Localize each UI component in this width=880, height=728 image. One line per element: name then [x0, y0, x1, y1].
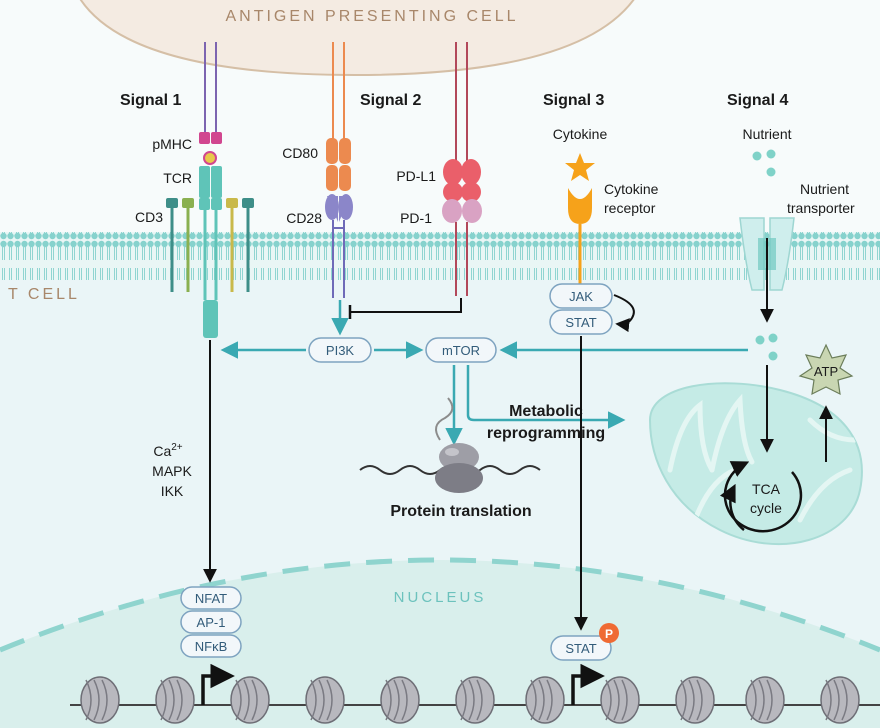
nucleosome [380, 676, 420, 724]
nutrient-dots-outside [752, 149, 776, 177]
tss-arrow-1 [201, 663, 235, 705]
signal-2-label: Signal 2 [360, 92, 421, 109]
ap1-node [180, 610, 242, 634]
nucleosome [305, 676, 345, 724]
cytokine-receptor [568, 188, 592, 224]
apc-cell [79, 0, 635, 77]
tca-label-2: cycle [750, 500, 782, 516]
stat-label: STAT [565, 315, 596, 330]
nuclear-stat-label: STAT [565, 641, 596, 656]
nutrient-label: Nutrient [742, 126, 791, 142]
nucleosome [745, 676, 785, 724]
tss-arrow-2 [571, 663, 605, 705]
nfkb-node [180, 634, 242, 658]
ribosome [359, 397, 541, 493]
nucleosome [455, 676, 495, 724]
ap1-label: AP-1 [197, 615, 226, 630]
nucleosome [230, 676, 270, 724]
jak-node [549, 283, 613, 309]
pdl1-label: PD-L1 [396, 168, 436, 184]
phospho-badge [599, 623, 619, 643]
cd3-label: CD3 [135, 209, 163, 225]
jak-label: JAK [569, 289, 593, 304]
transporter-label-1: Nutrient [800, 181, 849, 197]
pd1-label: PD-1 [400, 210, 432, 226]
nfkb-label: NFκB [195, 639, 228, 654]
chromatin [80, 676, 860, 724]
nucleosome [600, 676, 640, 724]
metabolic-label-1: Metabolic [509, 403, 583, 420]
mtor-label: mTOR [442, 343, 480, 358]
nucleosome [155, 676, 195, 724]
pi3k-label: PI3K [326, 343, 355, 358]
mapk-label: MAPK [152, 463, 192, 479]
nutrient-transporter [739, 217, 795, 291]
atp-label: ATP [814, 364, 838, 379]
nfat-label: NFAT [195, 591, 227, 606]
atp-burst [798, 343, 854, 396]
mtor-node [425, 337, 497, 363]
tcr-complex [166, 42, 254, 338]
nucleosome [525, 676, 565, 724]
cd80-label: CD80 [282, 145, 318, 161]
cytokine-receptor-label-2: receptor [604, 200, 656, 216]
nucleosome [675, 676, 715, 724]
ikk-label: IKK [161, 483, 184, 499]
ca-label: Ca2+ [153, 442, 182, 459]
signal-1-label: Signal 1 [120, 92, 181, 109]
tcell-label: T CELL [8, 286, 80, 303]
tca-label-1: TCA [752, 481, 781, 497]
mtor-to-metabolic-arrow [466, 365, 626, 429]
pi3k-node [308, 337, 372, 363]
apc-label: ANTIGEN PRESENTING CELL [225, 8, 518, 25]
tcr-label: TCR [163, 170, 192, 186]
transporter-label-2: transporter [787, 200, 855, 216]
pdl1-pd1-complex [442, 42, 482, 296]
jak-stat-arrow [613, 294, 635, 333]
protein-translation-label: Protein translation [390, 503, 531, 520]
phospho-label: P [605, 627, 613, 641]
pmhc-label: pMHC [152, 136, 192, 152]
nfat-node [180, 586, 242, 610]
cd28-label: CD28 [286, 210, 322, 226]
antigen-peptide [203, 151, 217, 165]
cell-membrane [0, 232, 880, 280]
mitochondrion [648, 382, 863, 545]
nutrient-dots-inside [755, 333, 778, 361]
cytokine-receptor-label-1: Cytokine [604, 181, 659, 197]
nucleus-label: NUCLEUS [394, 589, 487, 606]
nucleosome [80, 676, 120, 724]
nucleosome [820, 676, 860, 724]
signal-4-label: Signal 4 [727, 92, 788, 109]
nuclear-envelope [0, 557, 880, 653]
metabolic-label-2: reprogramming [487, 425, 605, 442]
nuclear-stat-node [550, 635, 612, 661]
pd1-inhibition-line [350, 298, 462, 313]
cytokine-star [565, 153, 595, 181]
stat-node [549, 309, 613, 335]
signal-3-label: Signal 3 [543, 92, 604, 109]
cytokine-label: Cytokine [553, 126, 608, 142]
cd80-cd28-complex [325, 42, 353, 298]
